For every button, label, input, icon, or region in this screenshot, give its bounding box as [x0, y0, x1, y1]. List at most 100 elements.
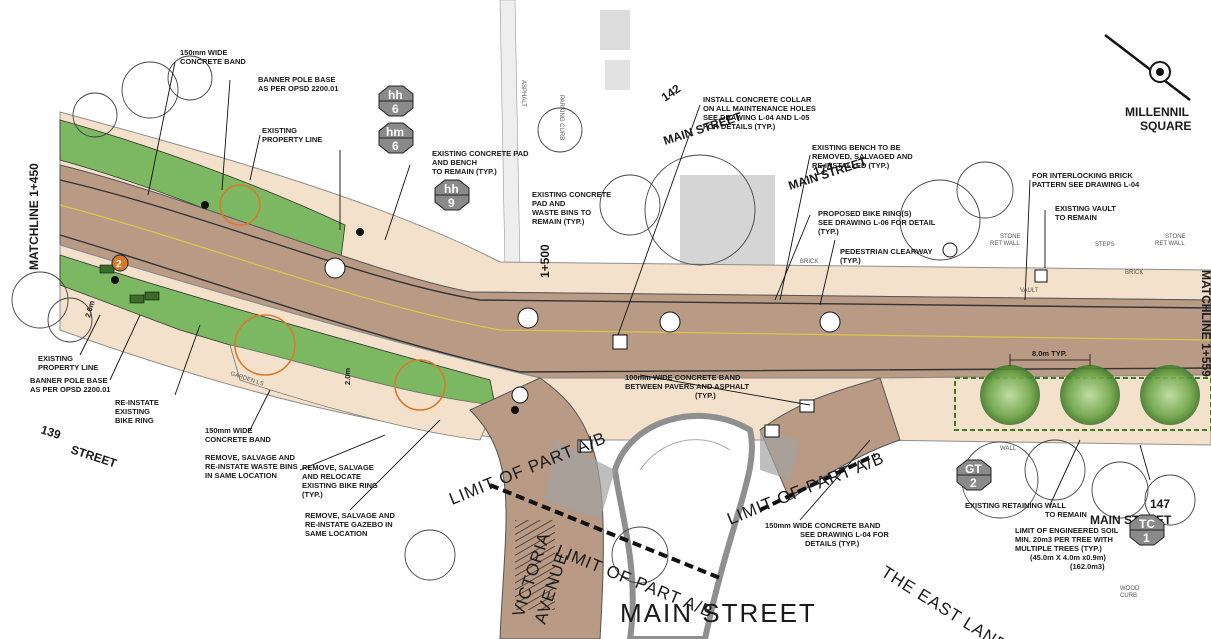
label-wall: WALL — [1000, 446, 1017, 452]
hex-tags: hh 6 hm 6 hh 9 GT 2 TC 1 — [378, 85, 1165, 546]
context-buildings — [499, 0, 775, 271]
dimension-walk-1: 2.0m — [83, 299, 96, 318]
note-band-pavers-3: (TYP.) — [695, 391, 716, 400]
north-label-2: SQUARE — [1140, 119, 1191, 133]
dimension-tree-spacing-label: 8.0m TYP. — [1032, 349, 1067, 358]
note-gazebo-1: REMOVE, SALVAGE AND — [305, 511, 395, 520]
note-bike-relocate-4: (TYP.) — [302, 490, 323, 499]
main-street-num-2: 174 — [812, 159, 836, 179]
note-reinstate-bike-3: BIKE RING — [115, 416, 154, 425]
hex-tag-gt-2: GT 2 — [956, 459, 992, 491]
benches — [99, 264, 160, 304]
note-property-top-1: EXISTING — [262, 126, 297, 135]
note-collar-1: INSTALL CONCRETE COLLAR — [703, 95, 812, 104]
note-waste-reinstate-2: RE-INSTATE WASTE BINS — [205, 462, 298, 471]
note-waste-bins-3: WASTE BINS TO — [532, 208, 591, 217]
label-parking: PARKING CURB — [558, 95, 564, 140]
note-band-mid-2: CONCRETE BAND — [205, 435, 271, 444]
note-bike-relocate-2: AND RELOCATE — [302, 472, 361, 481]
label-steps: STEPS — [1095, 242, 1115, 248]
label-stone-wall-1b: RET WALL — [990, 241, 1020, 247]
note-bike-ring-1: PROPOSED BIKE RING(S) — [818, 209, 912, 218]
note-soil-5: (162.0m3) — [1070, 562, 1105, 571]
note-property-left-2: PROPERTY LINE — [38, 363, 98, 372]
note-vault-2: TO REMAIN — [1055, 213, 1097, 222]
note-soil-2: MIN. 20m3 PER TREE WITH — [1015, 535, 1113, 544]
street-147-number: 147 — [1150, 497, 1170, 511]
note-retaining-1: EXISTING RETAINING WALL — [965, 501, 1067, 510]
note-vault-1: EXISTING VAULT — [1055, 204, 1116, 213]
note-pad-bench-3: TO REMAIN (TYP.) — [432, 167, 497, 176]
hex-tag-tc-1: TC 1 — [1129, 514, 1165, 546]
label-asphalt: ASPHALT — [520, 80, 526, 107]
note-collar-4: FOR DETAILS (TYP.) — [703, 122, 776, 131]
north-arrow-icon — [1104, 34, 1191, 101]
note-banner-top-2: AS PER OPSD 2200.01 — [258, 84, 338, 93]
hex-tag-1-bottom: 6 — [392, 102, 399, 116]
note-interlock-1: FOR INTERLOCKING BRICK — [1032, 171, 1133, 180]
note-soil-1: LIMIT OF ENGINEERED SOIL — [1015, 526, 1119, 535]
label-wood-curb-1: WOOD — [1120, 586, 1140, 592]
note-bike-ring-3: (TYP.) — [818, 227, 839, 236]
limit-line-right — [759, 453, 876, 512]
road-centerline — [59, 204, 1211, 341]
existing-trees — [11, 55, 1196, 584]
note-bike-relocate-3: EXISTING BIKE RING — [302, 481, 378, 490]
station-label: 1+500 — [538, 244, 552, 278]
east-lane-label: THE EAST LANE — [878, 562, 1011, 639]
note-retaining-2: TO REMAIN — [1045, 510, 1087, 519]
note-clearway-2: (TYP.) — [840, 256, 861, 265]
note-interlock-2: PATTERN SEE DRAWING L-04 — [1032, 180, 1140, 189]
dimension-walk-2: 2.0m — [343, 368, 352, 385]
label-brick-1: BRICK — [800, 259, 818, 265]
label-vault: VAULT — [1020, 288, 1039, 294]
note-pad-bench-1: EXISTING CONCRETE PAD — [432, 149, 529, 158]
label-stone-wall-2b: RET WALL — [1155, 241, 1185, 247]
north-label-1: MILLENNIL — [1125, 105, 1189, 119]
circle-tag-label: 2 — [116, 259, 122, 270]
note-property-left-1: EXISTING — [38, 354, 73, 363]
svg-text:PROPOSED BIKE RING(S)SEE DRAWI: PROPOSED BIKE RING(S)SEE DRAWING L-06 FO… — [818, 209, 936, 236]
street-139-name: STREET — [69, 443, 119, 471]
hex-tag-5-top: TC — [1139, 517, 1155, 531]
note-bench-salvage-3: RE-INSTALLED (TYP.) — [812, 161, 890, 170]
note-collar-3: SEE DRAWING L-04 AND L-05 — [703, 113, 809, 122]
circle-tag: 2 — [111, 254, 129, 272]
street-139-number: 139 — [39, 423, 63, 443]
street-trees — [980, 365, 1200, 425]
matchline-right: MATCHLINE 1+559 — [1199, 270, 1211, 377]
hex-tag-hm-6: hm 6 — [378, 122, 414, 154]
hex-tag-3-bottom: 9 — [448, 196, 455, 210]
note-banner-top-1: BANNER POLE BASE — [258, 75, 336, 84]
note-waste-reinstate-1: REMOVE, SALVAGE AND — [205, 453, 295, 462]
note-bike-ring-2: SEE DRAWING L-06 FOR DETAIL — [818, 218, 936, 227]
note-band-mid-1: 150mm WIDE — [205, 426, 253, 435]
note-gazebo-2: RE-INSTATE GAZEBO IN — [305, 520, 393, 529]
note-band-pavers-1: 100mm WIDE CONCRETE BAND — [625, 373, 741, 382]
note-soil-3: MULTIPLE TREES (TYP.) — [1015, 544, 1102, 553]
svg-text:PEDESTRIAN CLEARWAY(TYP.): PEDESTRIAN CLEARWAY(TYP.) — [840, 247, 933, 265]
banner-poles — [111, 201, 519, 414]
note-reinstate-bike-1: RE-INSTATE — [115, 398, 159, 407]
matchline-left: MATCHLINE 1+450 — [27, 163, 41, 270]
note-bike-relocate-1: REMOVE, SALVAGE — [302, 463, 374, 472]
hex-tag-1-top: hh — [388, 88, 403, 102]
hex-tag-2-top: hm — [386, 125, 404, 139]
